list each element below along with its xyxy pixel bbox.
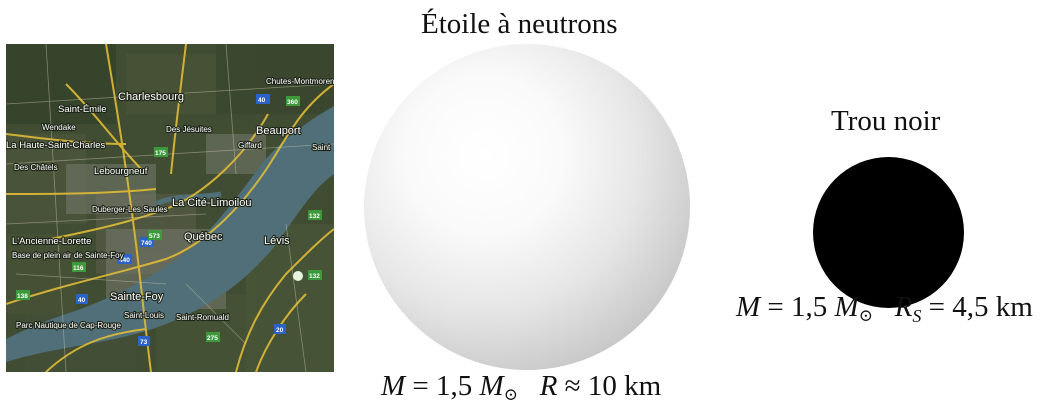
svg-text:573: 573 xyxy=(149,233,160,240)
radius-value: = 4,5 km xyxy=(921,291,1033,323)
radius-symbol: R xyxy=(539,370,558,402)
mass-unit: M xyxy=(479,370,504,402)
mass-symbol: M xyxy=(381,370,406,402)
map-label-la-haute-saint-charles: La Haute-Saint-Charles xyxy=(6,140,106,151)
svg-text:440: 440 xyxy=(119,257,130,264)
map-label-parc-nautique: Parc Nautique de Cap-Rouge xyxy=(16,321,122,330)
black-hole-title: Trou noir xyxy=(831,105,941,137)
radius-value: ≈ 10 km xyxy=(557,370,662,402)
map-label-quebec: Québec xyxy=(184,231,223,243)
svg-text:40: 40 xyxy=(258,97,266,104)
mass-unit: M xyxy=(834,291,859,323)
map-label-beauport: Beauport xyxy=(256,125,301,137)
map-label-chutes-montmorency: Chutes-Montmorency xyxy=(266,77,334,86)
map-label-saint-romuald: Saint-Romuald xyxy=(176,313,229,322)
map-label-des-jesuites: Des Jésuites xyxy=(166,125,212,134)
svg-text:175: 175 xyxy=(155,150,166,157)
sun-symbol: ⊙ xyxy=(858,306,873,325)
svg-text:73: 73 xyxy=(140,339,148,346)
map-label-charlesbourg: Charlesbourg xyxy=(118,91,184,103)
sun-symbol: ⊙ xyxy=(503,385,518,404)
radius-subscript: S xyxy=(912,306,922,326)
map-label-saint-louis: Saint-Louis xyxy=(124,311,164,320)
svg-text:138: 138 xyxy=(17,293,28,300)
map-label-giffard: Giffard xyxy=(238,141,262,150)
map-label-des-chatels: Des Châtels xyxy=(14,163,58,172)
svg-text:360: 360 xyxy=(287,99,298,106)
map-label-l-ancienne-lorette: L'Ancienne-Lorette xyxy=(12,236,91,247)
black-hole-caption: M = 1,5 M⊙ RS = 4,5 km xyxy=(736,291,1033,326)
mass-value: = 1,5 xyxy=(405,370,480,402)
map-label-saint: Saint xyxy=(312,143,331,152)
radius-symbol: R xyxy=(894,291,913,323)
neutron-star-caption: M = 1,5 M⊙ R ≈ 10 km xyxy=(381,370,662,404)
black-hole-disk xyxy=(813,157,964,308)
map-label-wendake: Wendake xyxy=(42,123,76,132)
map-label-saint-emile: Saint-Émile xyxy=(58,104,107,115)
quebec-city-map: 40 360 175 740 440 573 73 138 132 20 116… xyxy=(6,44,334,372)
map-label-la-cite-limoilou: La Cité-Limoilou xyxy=(172,197,251,209)
svg-text:116: 116 xyxy=(73,265,84,272)
svg-text:20: 20 xyxy=(276,327,284,334)
neutron-star-title: Étoile à neutrons xyxy=(421,8,618,40)
svg-text:740: 740 xyxy=(141,240,152,247)
map-label-duberger-les-saules: Duberger-Les Saules xyxy=(92,205,168,214)
map-label-sainte-foy: Sainte-Foy xyxy=(110,291,164,303)
svg-text:132: 132 xyxy=(309,273,320,280)
map-label-levis: Lévis xyxy=(264,235,290,247)
svg-text:132: 132 xyxy=(309,213,320,220)
mass-value: = 1,5 xyxy=(760,291,835,323)
svg-text:40: 40 xyxy=(78,297,86,304)
neutron-star-sphere xyxy=(364,44,690,370)
svg-text:275: 275 xyxy=(207,335,218,342)
map-label-lebourgneuf: Lebourgneuf xyxy=(94,166,148,177)
mass-symbol: M xyxy=(736,291,761,323)
map-label-base-de-plein-air: Base de plein air de Sainte-Foy xyxy=(12,251,124,260)
